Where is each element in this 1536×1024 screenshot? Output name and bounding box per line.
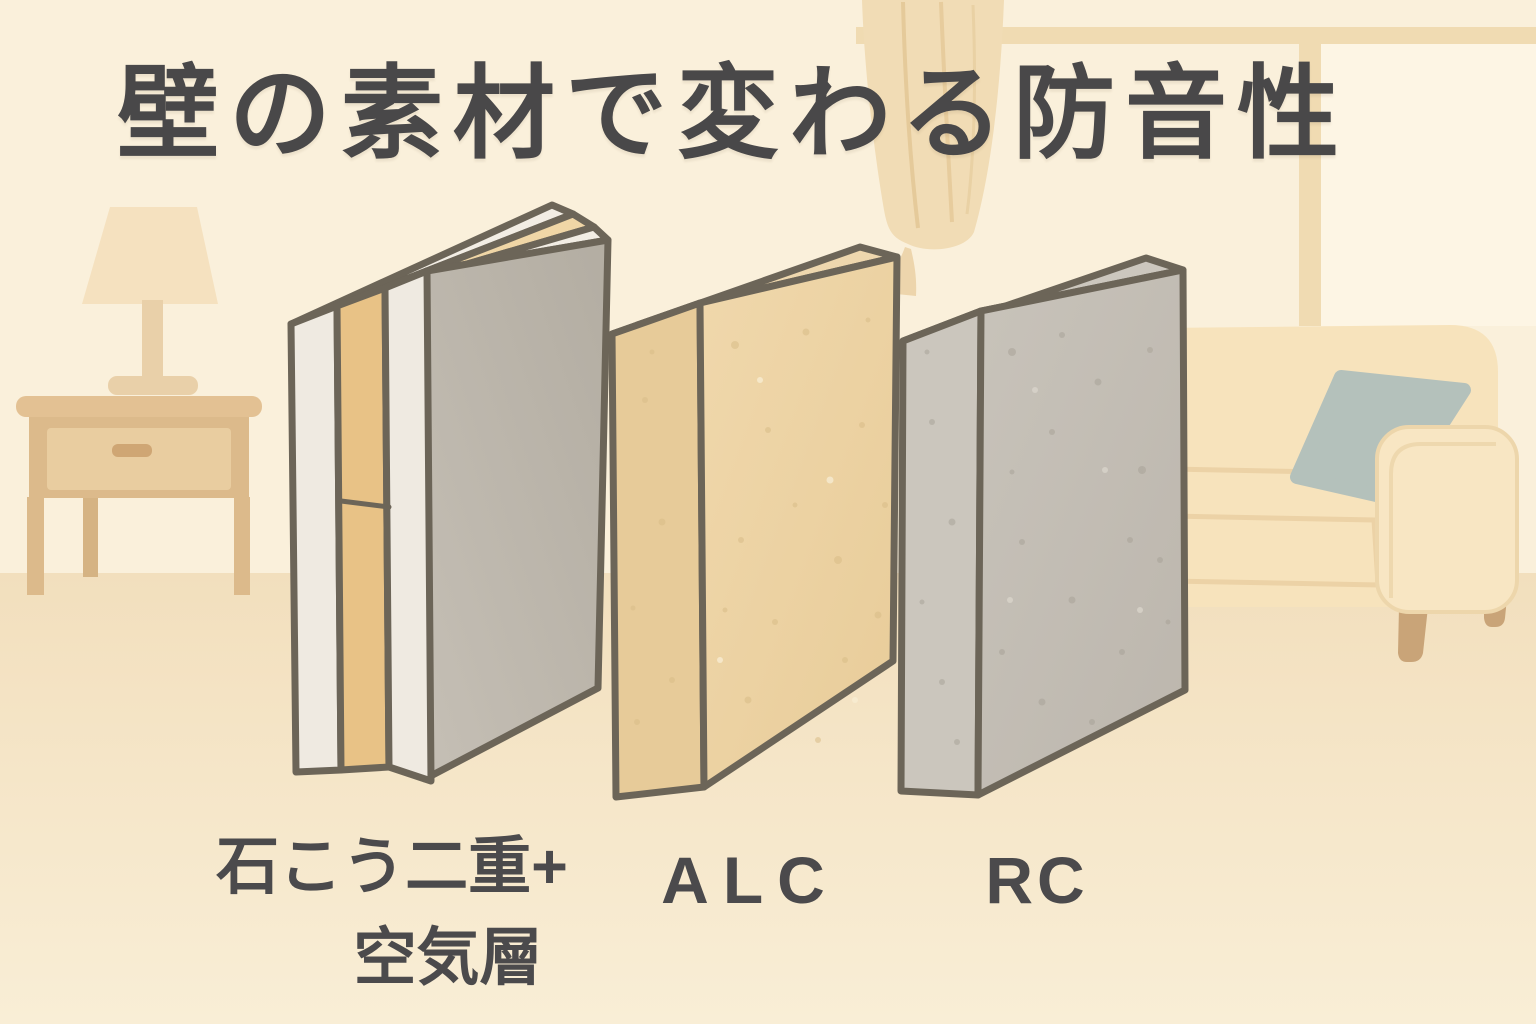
rc-side-face — [897, 307, 985, 799]
rc-speckles — [919, 332, 1171, 745]
lamp-shade — [82, 207, 218, 304]
window-mullion — [1299, 44, 1321, 326]
curtain-fold — [965, 4, 977, 215]
alc-speckles — [630, 317, 888, 743]
side-table-group — [16, 207, 262, 595]
gypsum-board-layer — [287, 302, 345, 776]
page-title: 壁の素材で変わる防音性 — [117, 57, 1349, 171]
sofa-armrest — [1375, 425, 1519, 614]
air-gap-divider — [338, 498, 392, 510]
label-gypsum-line2: 空気層 — [353, 922, 543, 993]
sofa — [1160, 325, 1519, 662]
table-leg — [234, 497, 250, 595]
sofa-leg — [1398, 607, 1428, 662]
table-drawer — [47, 428, 231, 490]
window-top-frame — [856, 27, 1536, 44]
window-pane — [1321, 44, 1536, 326]
rc-front-face — [974, 266, 1189, 799]
sofa-seam — [1169, 578, 1381, 588]
alc-side-face — [608, 299, 708, 801]
label-alc: ALC — [661, 843, 839, 917]
side-table — [16, 396, 262, 595]
label-rc: RC — [985, 843, 1089, 917]
sofa-armrest-seam — [1389, 442, 1496, 598]
air-gap-layer — [333, 284, 393, 774]
drawer-handle — [112, 444, 152, 457]
curtain-fold — [901, 1, 920, 229]
window — [856, 27, 1536, 326]
panel-alc — [608, 243, 901, 801]
panel-front-face — [421, 236, 612, 783]
table-leg — [83, 497, 98, 577]
alc-front-face — [696, 253, 901, 791]
curtain — [862, 0, 1004, 296]
table-leg — [27, 497, 44, 595]
panel-rc — [897, 254, 1189, 799]
table-lamp — [82, 207, 218, 395]
rc-speckles-light — [1007, 387, 1143, 613]
table-top — [16, 396, 262, 417]
gypsum-board-layer — [381, 267, 435, 785]
curtain-fold — [939, 1, 954, 223]
lamp-base — [108, 376, 198, 395]
alc-speckles-light — [717, 377, 858, 703]
label-gypsum-double-air: 石こう二重+ 空気層 — [202, 822, 582, 1003]
lamp-stem — [142, 300, 163, 380]
panel-gypsum-double-air — [287, 201, 612, 785]
label-gypsum-line1: 石こう二重+ — [216, 832, 568, 902]
